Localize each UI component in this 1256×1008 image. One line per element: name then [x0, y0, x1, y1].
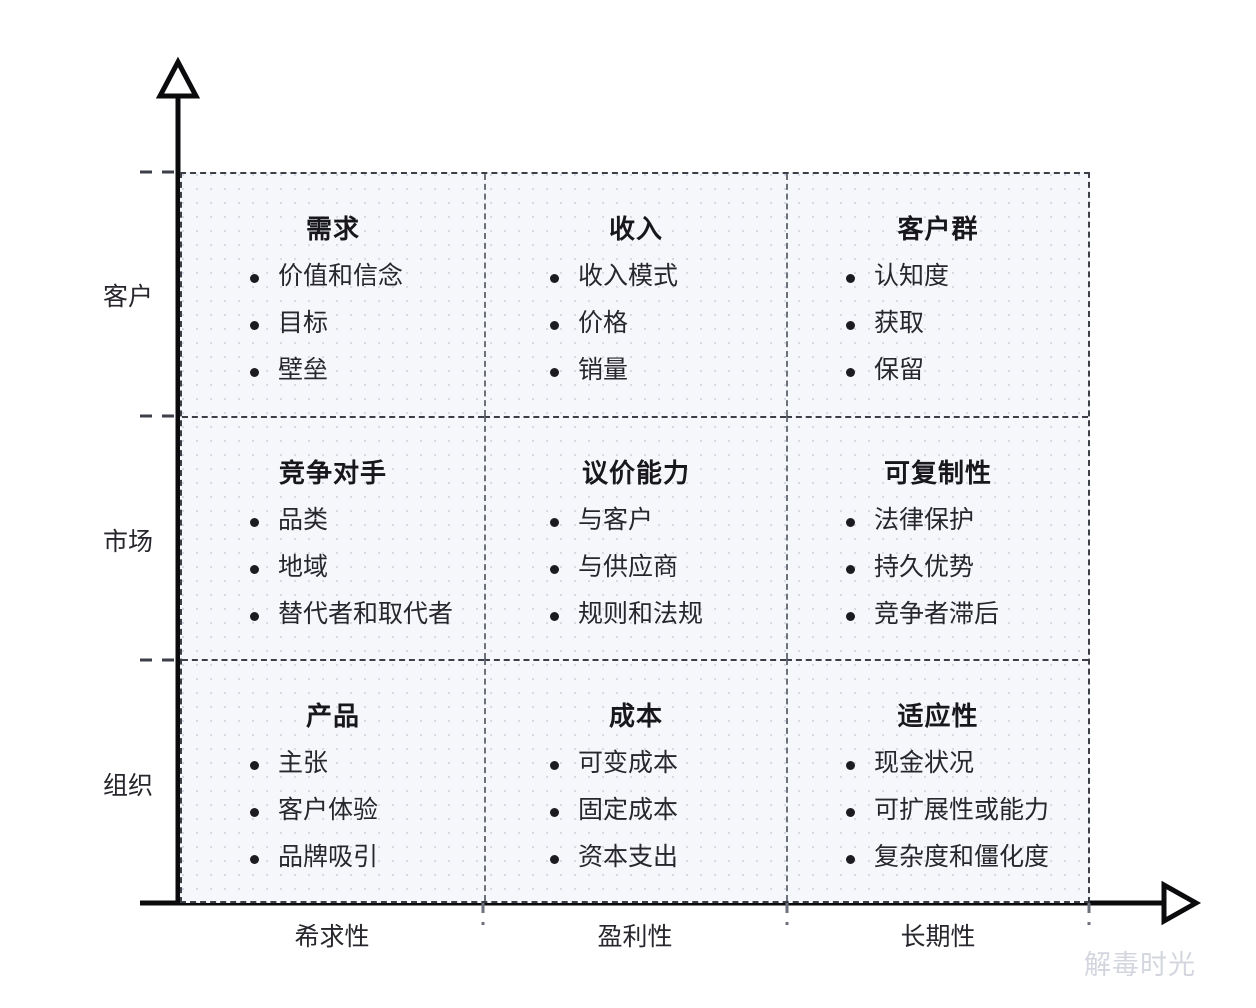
cell-title: 竞争对手: [278, 458, 387, 489]
matrix-cell-replicability[interactable]: 可复制性 法律保护 持久优势 竞争者滞后: [786, 416, 1088, 659]
list-item: 客户体验: [248, 797, 378, 823]
list-item: 替代者和取代者: [248, 602, 453, 627]
list-item: 认知度: [844, 264, 949, 289]
x-axis-label-longevity: 长期性: [900, 923, 976, 951]
list-item: 主张: [248, 750, 378, 776]
cell-title: 产品: [305, 700, 360, 731]
cell-title: 客户群: [897, 214, 979, 244]
list-item: 资本支出: [548, 844, 678, 870]
matrix-grid: 需求 价值和信念 目标 壁垒 收入 收入模式 价格 销量 客户群 认知度 获取 …: [180, 172, 1090, 903]
list-item: 目标: [248, 311, 403, 336]
cell-title: 成本: [608, 700, 663, 731]
list-item: 规则和法规: [548, 602, 703, 627]
list-item: 获取: [844, 311, 949, 336]
watermark: 解毒时光: [1084, 950, 1196, 980]
list-item: 收入模式: [548, 264, 678, 289]
list-item: 与供应商: [548, 555, 703, 580]
list-item: 持久优势: [844, 555, 999, 580]
list-item: 可变成本: [548, 750, 678, 776]
matrix-cell-revenue[interactable]: 收入 收入模式 价格 销量: [484, 174, 786, 417]
list-item: 现金状况: [844, 750, 1049, 776]
matrix-cell-customer-base[interactable]: 客户群 认知度 获取 保留: [786, 174, 1088, 417]
list-item: 竞争者滞后: [844, 602, 999, 627]
list-item: 销量: [548, 358, 678, 383]
cell-title: 议价能力: [581, 458, 690, 489]
cell-item-list: 主张 客户体验 品牌吸引: [248, 750, 378, 870]
list-item: 品类: [248, 508, 453, 533]
cell-item-list: 品类 地域 替代者和取代者: [248, 508, 453, 627]
matrix-cell-adaptability[interactable]: 适应性 现金状况 可扩展性或能力 复杂度和僵化度: [786, 658, 1088, 901]
x-axis-label-desirability: 希求性: [294, 923, 370, 951]
y-axis-label-customer: 客户: [102, 283, 153, 311]
cell-item-list: 与客户 与供应商 规则和法规: [548, 508, 703, 627]
cell-item-list: 法律保护 持久优势 竞争者滞后: [844, 508, 999, 627]
x-axis-label-profitability: 盈利性: [597, 923, 673, 951]
matrix-cell-product[interactable]: 产品 主张 客户体验 品牌吸引: [182, 658, 484, 901]
cell-title: 需求: [305, 214, 360, 244]
matrix-cell-demand[interactable]: 需求 价值和信念 目标 壁垒: [182, 174, 484, 416]
list-item: 地域: [248, 555, 453, 580]
cell-title: 适应性: [897, 700, 979, 731]
list-item: 法律保护: [844, 508, 999, 533]
list-item: 价格: [548, 311, 678, 336]
cell-item-list: 价值和信念 目标 壁垒: [248, 264, 403, 383]
list-item: 复杂度和僵化度: [844, 844, 1049, 870]
list-item: 可扩展性或能力: [844, 797, 1049, 823]
cell-title: 可复制性: [883, 458, 992, 489]
list-item: 品牌吸引: [248, 844, 378, 870]
y-axis-label-organization: 组织: [102, 772, 153, 800]
cell-item-list: 认知度 获取 保留: [844, 264, 949, 383]
list-item: 价值和信念: [248, 264, 403, 289]
list-item: 壁垒: [248, 358, 403, 383]
matrix-cell-bargaining-power[interactable]: 议价能力 与客户 与供应商 规则和法规: [484, 416, 786, 659]
list-item: 固定成本: [548, 797, 678, 823]
matrix-cell-competitors[interactable]: 竞争对手 品类 地域 替代者和取代者: [182, 416, 484, 658]
cell-item-list: 可变成本 固定成本 资本支出: [548, 750, 678, 870]
cell-title: 收入: [608, 214, 663, 244]
cell-item-list: 现金状况 可扩展性或能力 复杂度和僵化度: [844, 750, 1049, 870]
y-axis-label-market: 市场: [102, 528, 153, 556]
list-item: 保留: [844, 358, 949, 383]
matrix-cell-cost[interactable]: 成本 可变成本 固定成本 资本支出: [484, 658, 786, 901]
list-item: 与客户: [548, 508, 703, 533]
cell-item-list: 收入模式 价格 销量: [548, 264, 678, 383]
